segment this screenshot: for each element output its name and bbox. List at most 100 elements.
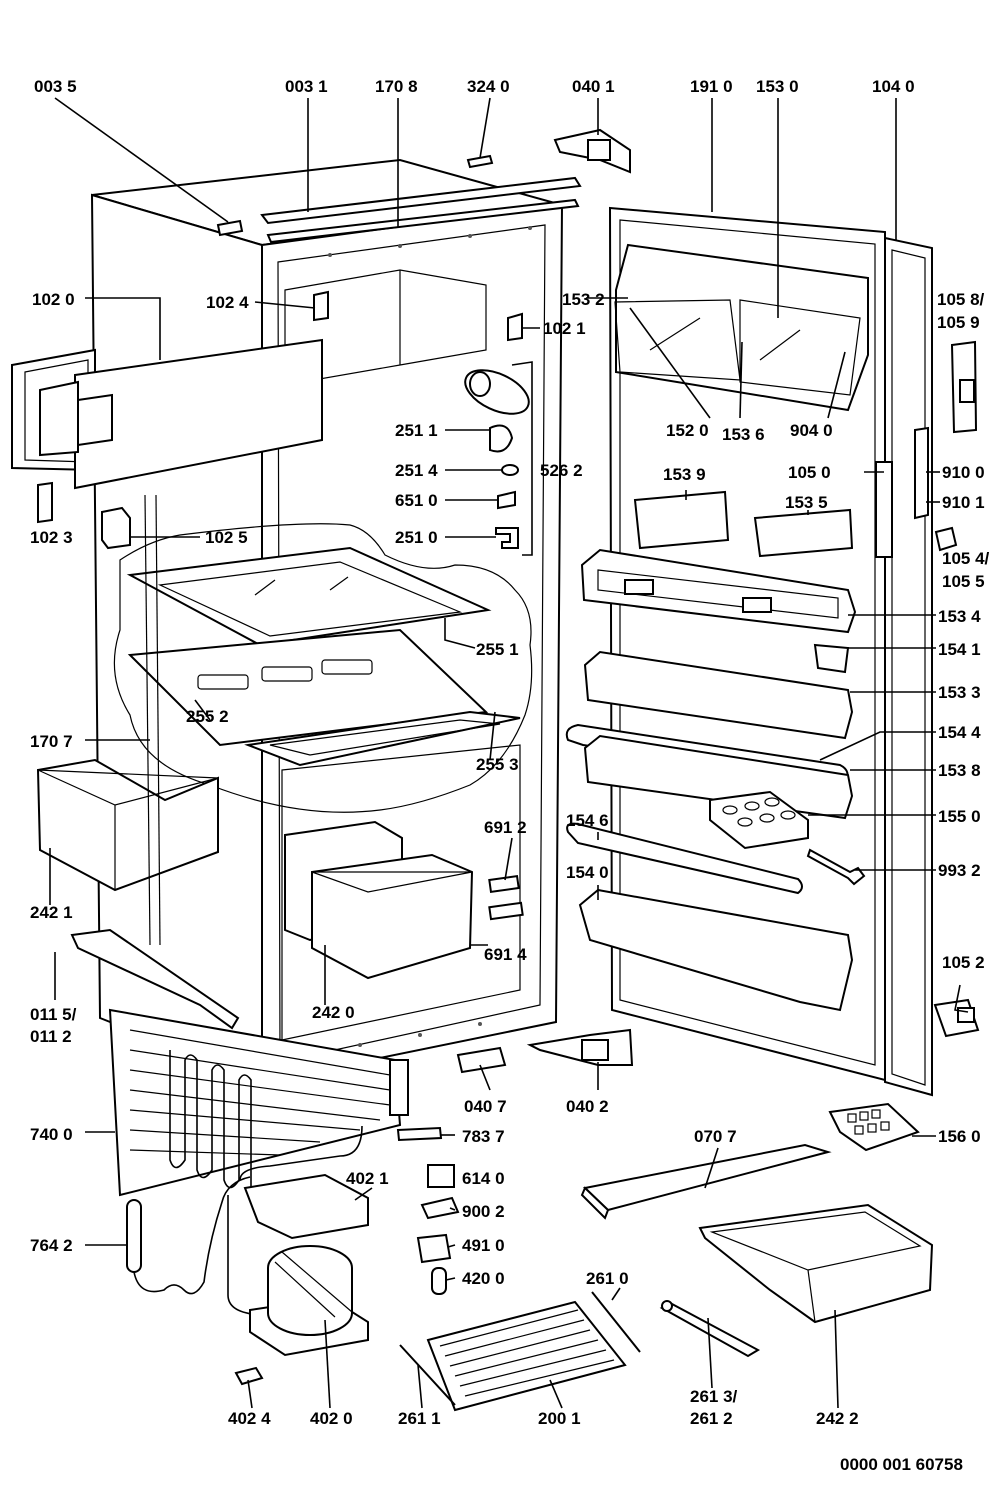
leader-lines — [49, 97, 969, 1409]
label-1560: 156 0 — [938, 1127, 981, 1146]
condenser — [108, 1008, 409, 1199]
drawing-number: 0000 001 60758 — [840, 1455, 963, 1474]
compressor-assembly — [126, 1125, 369, 1386]
drawer-and-rails — [659, 1203, 934, 1358]
label-1520: 152 0 — [666, 421, 709, 440]
label-1538: 153 8 — [938, 761, 981, 780]
label-1550: 155 0 — [938, 807, 981, 826]
light-parts — [488, 874, 524, 921]
door-small-screws — [914, 426, 958, 552]
label-2001: 200 1 — [538, 1409, 581, 1428]
label-6510: 651 0 — [395, 491, 438, 510]
label-0402: 040 2 — [566, 1097, 609, 1116]
door-bracket — [950, 340, 978, 434]
label-1021: 102 1 — [543, 319, 586, 338]
egg-tray — [709, 790, 809, 850]
label-6140: 614 0 — [462, 1169, 505, 1188]
label-0401: 040 1 — [572, 77, 615, 96]
label-2611: 261 1 — [398, 1409, 441, 1428]
door-shelf-flap — [813, 643, 850, 674]
label-3240: 324 0 — [467, 77, 510, 96]
label-1910: 191 0 — [690, 77, 733, 96]
label-2552: 255 2 — [186, 707, 229, 726]
door-switch — [806, 848, 866, 886]
label-9040: 904 0 — [790, 421, 833, 440]
bottom-mount-parts — [456, 1028, 634, 1074]
label-1025: 102 5 — [205, 528, 248, 547]
bottle-guard — [566, 822, 803, 895]
label-1707: 170 7 — [30, 732, 73, 751]
label-9932: 993 2 — [938, 861, 981, 880]
label-2553: 255 3 — [476, 755, 519, 774]
label-1040: 104 0 — [872, 77, 915, 96]
label-1535: 153 5 — [785, 493, 828, 512]
door-shelf-middle — [583, 650, 854, 740]
door-shelf-upper — [580, 548, 857, 634]
ice-tray — [828, 1102, 920, 1152]
label-2551: 255 1 — [476, 640, 519, 659]
label-1530: 153 0 — [756, 77, 799, 96]
thermostat-assembly — [464, 361, 533, 556]
label-4910: 491 0 — [462, 1236, 505, 1255]
label-2510: 251 0 — [395, 528, 438, 547]
label-2422: 242 2 — [816, 1409, 859, 1428]
top-rails — [216, 154, 582, 244]
label-0707: 070 7 — [694, 1127, 737, 1146]
label-1052: 105 2 — [942, 953, 985, 972]
label-1020: 102 0 — [32, 290, 75, 309]
label-6912: 691 2 — [484, 818, 527, 837]
electrical-parts — [396, 1126, 460, 1295]
freezer-small-parts — [37, 290, 523, 550]
label-1540: 154 0 — [566, 863, 609, 882]
label-6914: 691 4 — [484, 945, 527, 964]
label-0115: 011 5/ — [30, 1005, 77, 1024]
label-1546: 154 6 — [566, 811, 609, 830]
label-2514: 251 4 — [395, 461, 438, 480]
dairy-compartment — [614, 243, 869, 412]
door-small-boxes — [633, 490, 854, 558]
drain-strip — [70, 494, 240, 1030]
label-9100: 910 0 — [942, 463, 985, 482]
label-2420: 242 0 — [312, 1003, 355, 1022]
label-7400: 740 0 — [30, 1125, 73, 1144]
label-1544: 154 4 — [938, 723, 981, 742]
label-0407: 040 7 — [464, 1097, 507, 1116]
label-1534: 153 4 — [938, 607, 981, 626]
label-0031: 003 1 — [285, 77, 328, 96]
label-1539: 153 9 — [663, 465, 706, 484]
door-seal-strip — [875, 461, 893, 558]
freezer-door — [11, 338, 323, 490]
label-1059: 105 9 — [937, 313, 980, 332]
label-4200: 420 0 — [462, 1269, 505, 1288]
label-5262: 526 2 — [540, 461, 583, 480]
glass-shelf-lower — [127, 628, 521, 767]
label-1050: 105 0 — [788, 463, 831, 482]
label-2511: 251 1 — [395, 421, 438, 440]
label-2421: 242 1 — [30, 903, 73, 922]
label-1023: 102 3 — [30, 528, 73, 547]
label-1708: 170 8 — [375, 77, 418, 96]
bottom-cover — [580, 1143, 832, 1220]
door-shelf-lower — [583, 734, 854, 820]
label-2612: 261 2 — [690, 1409, 733, 1428]
bottle-shelf — [578, 888, 854, 1012]
label-1532: 153 2 — [562, 290, 605, 309]
label-1541: 154 1 — [938, 640, 981, 659]
label-4024: 402 4 — [228, 1409, 271, 1428]
main-crisper — [284, 820, 474, 980]
label-1058: 105 8/ — [937, 290, 985, 309]
label-1054: 105 4/ — [942, 549, 990, 568]
label-1024: 102 4 — [206, 293, 249, 312]
label-1055: 105 5 — [942, 572, 985, 591]
label-0112: 011 2 — [30, 1027, 72, 1046]
label-4021: 402 1 — [346, 1169, 389, 1188]
label-7837: 783 7 — [462, 1127, 505, 1146]
label-1536: 153 6 — [722, 425, 765, 444]
top-hinge — [553, 128, 631, 174]
label-2610: 261 0 — [586, 1269, 629, 1288]
label-2613: 261 3/ — [690, 1387, 738, 1406]
label-7642: 764 2 — [30, 1236, 73, 1255]
side-crisper — [36, 758, 219, 892]
label-0035: 003 5 — [34, 77, 77, 96]
